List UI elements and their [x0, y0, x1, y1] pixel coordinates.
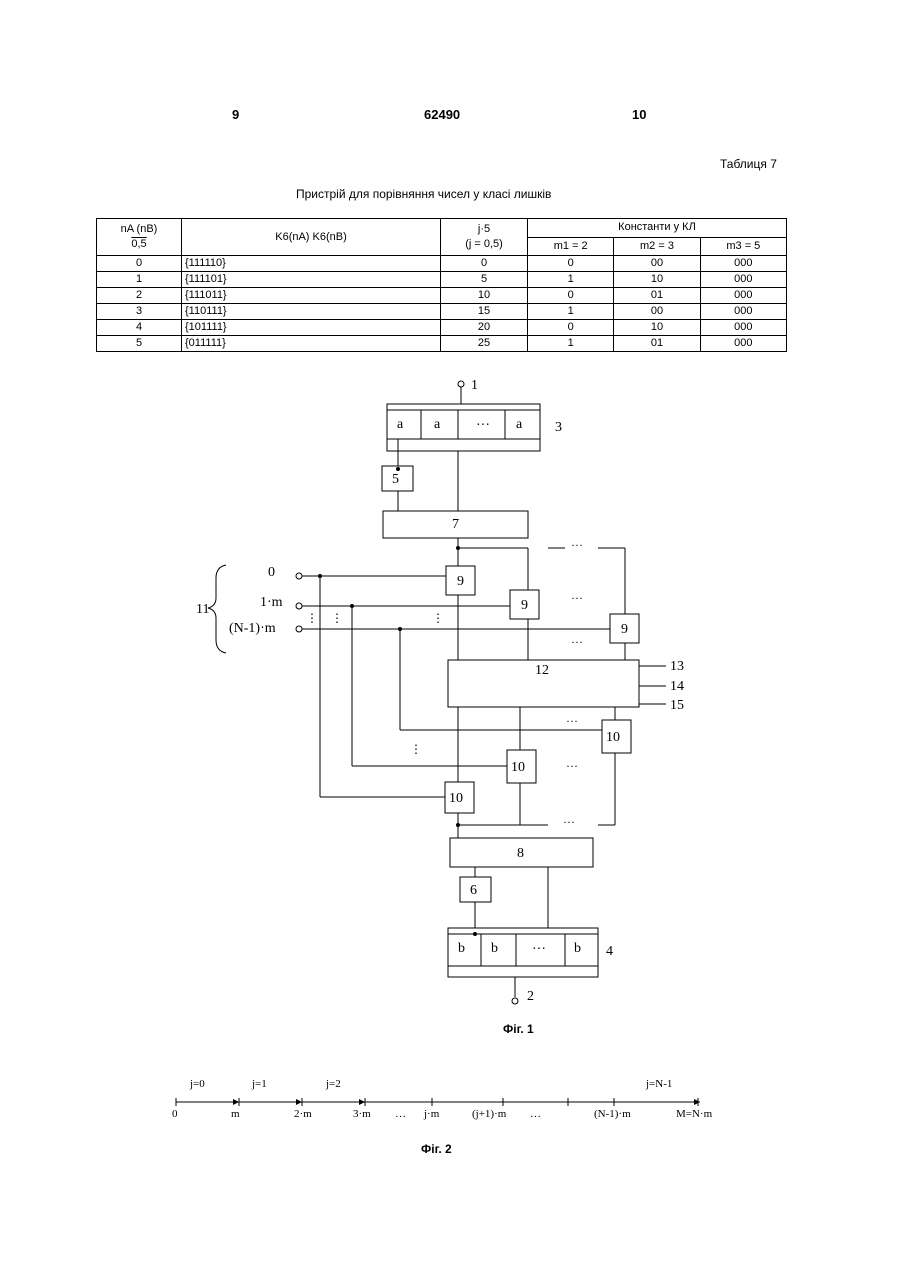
svg-text:···: ··· [571, 538, 583, 552]
svg-text:(N-1)·m: (N-1)·m [594, 1108, 631, 1120]
bus-11-label: 11 [196, 602, 209, 617]
svg-text:···: ··· [563, 815, 575, 829]
block-8-label: 8 [517, 846, 524, 861]
svg-text:⋮: ⋮ [432, 611, 444, 625]
svg-text:0: 0 [172, 1108, 178, 1120]
svg-text:···: ··· [566, 714, 578, 728]
svg-text:15: 15 [670, 698, 684, 713]
input-1-label: 1 [471, 378, 478, 393]
input-2-label: 2 [527, 989, 534, 1004]
svg-text:···: ··· [571, 635, 583, 649]
svg-text:···: ··· [476, 418, 490, 433]
svg-text:···: ··· [532, 942, 546, 957]
svg-text:a: a [516, 417, 523, 432]
svg-text:b: b [491, 941, 498, 956]
block-7-label: 7 [452, 517, 459, 532]
svg-text:⋮: ⋮ [331, 611, 343, 625]
figure-1-caption: Фіг. 1 [503, 1022, 534, 1036]
svg-text:⋮: ⋮ [306, 611, 318, 625]
svg-text:10: 10 [449, 791, 463, 806]
svg-text:9: 9 [521, 598, 528, 613]
svg-text:b: b [458, 941, 465, 956]
svg-text:M=N·m: M=N·m [676, 1108, 713, 1120]
figure-2-caption: Фіг. 2 [421, 1142, 452, 1156]
svg-text:10: 10 [511, 760, 525, 775]
svg-text:⋮: ⋮ [410, 742, 422, 756]
svg-text:…: … [395, 1108, 406, 1120]
svg-text:13: 13 [670, 659, 684, 674]
register-3-label: 3 [555, 420, 562, 435]
svg-text:2·m: 2·m [294, 1108, 312, 1120]
svg-text:···: ··· [571, 591, 583, 605]
svg-text:m: m [231, 1108, 240, 1120]
svg-text:a: a [434, 417, 441, 432]
svg-text:10: 10 [606, 730, 620, 745]
svg-text:(j+1)·m: (j+1)·m [472, 1108, 507, 1120]
svg-text:…: … [530, 1108, 541, 1120]
svg-text:j·m: j·m [423, 1108, 440, 1120]
svg-text:1·m: 1·m [260, 595, 283, 610]
svg-text:a: a [397, 417, 404, 432]
svg-text:b: b [574, 941, 581, 956]
block-5-label: 5 [392, 472, 399, 487]
svg-text:9: 9 [621, 622, 628, 637]
block-6-label: 6 [470, 883, 477, 898]
svg-text:14: 14 [670, 679, 684, 694]
svg-text:9: 9 [457, 574, 464, 589]
svg-text:j=0: j=0 [189, 1078, 205, 1090]
svg-text:3·m: 3·m [353, 1108, 371, 1120]
svg-text:···: ··· [566, 759, 578, 773]
svg-text:j=2: j=2 [325, 1078, 341, 1090]
svg-text:j=1: j=1 [251, 1078, 267, 1090]
svg-text:0: 0 [268, 565, 275, 580]
svg-text:j=N-1: j=N-1 [645, 1078, 672, 1090]
register-4-label: 4 [606, 944, 613, 959]
svg-text:(N-1)·m: (N-1)·m [229, 621, 276, 636]
block-12-label: 12 [535, 663, 549, 678]
